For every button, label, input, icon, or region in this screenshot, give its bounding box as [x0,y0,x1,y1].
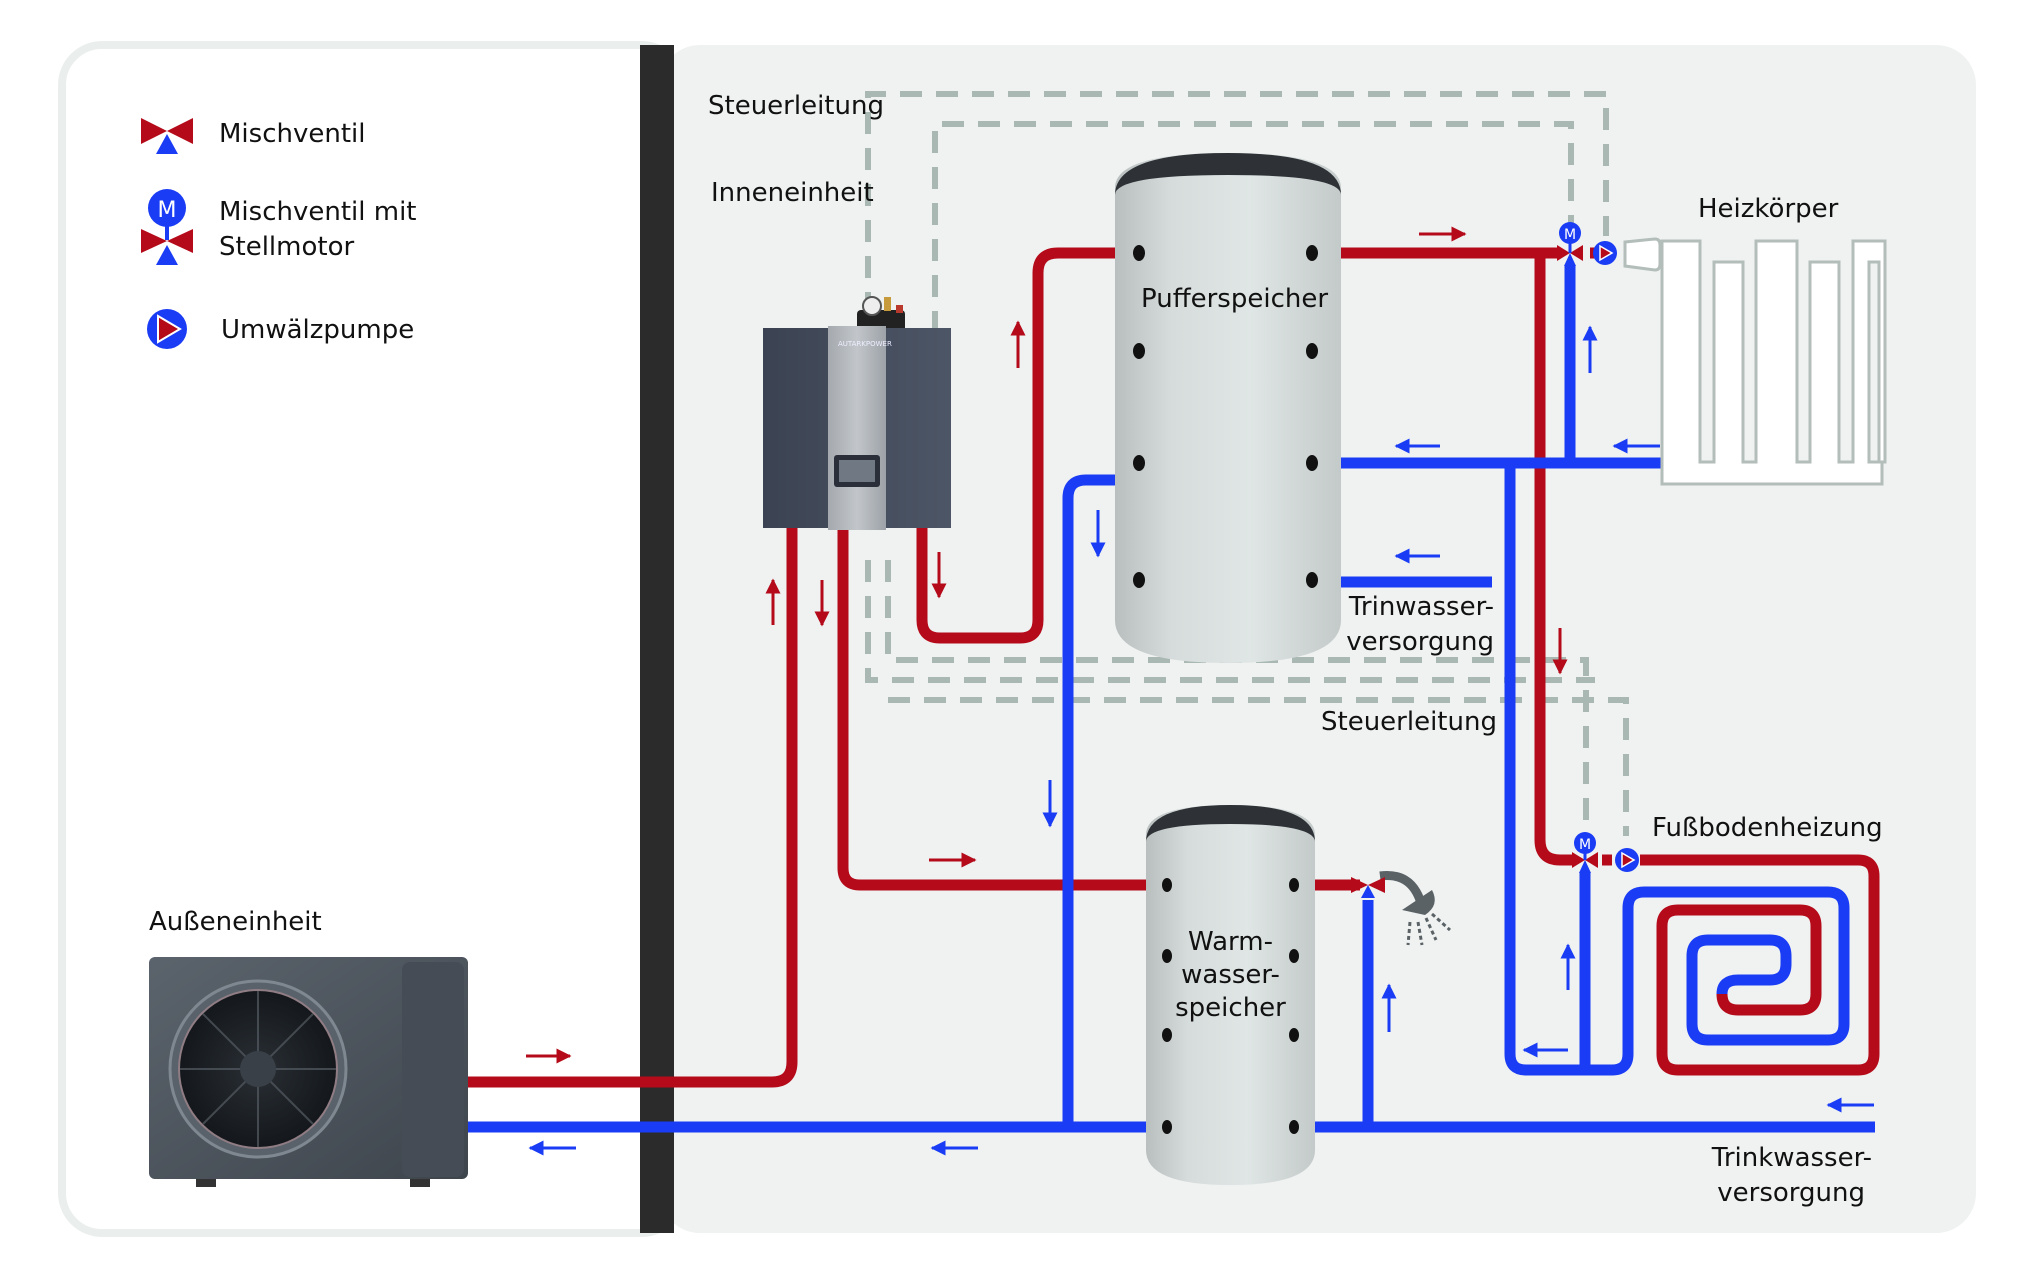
shower-icon [1379,871,1451,946]
radiator [1623,237,1887,486]
legend-motorized-mixing-valve-icon: M [141,189,193,265]
radiator-circulation-pump [1593,241,1617,265]
drinking-water-mid-label-2: versorgung [1346,627,1494,657]
control-line-outer-mid [865,560,1595,683]
control-line-label-top: Steuerleitung [708,91,884,121]
legend-circulation-pump-icon [147,309,187,349]
hot-water-tank-label-3: speicher [1175,993,1286,1023]
outdoor-unit-label: Außeneinheit [149,907,322,937]
building-wall [640,45,674,1233]
cold-water-pipes [468,265,1875,1133]
floor-heating-label: Fußbodenheizung [1652,813,1883,843]
buffer-tank [1115,153,1341,663]
outdoor-unit [149,957,468,1187]
legend-mixing-valve-icon [141,118,193,154]
legend-label-motor-valve-line2: Stellmotor [219,232,355,262]
indoor-unit: AUTARKPOWER [763,296,951,530]
hot-water-pipes [468,247,1880,1088]
svg-text:M: M [1579,837,1591,853]
drinking-water-mid-label-1: Trinwasser- [1348,592,1494,622]
hot-pipe-to-floor-heating [1534,253,1572,866]
hot-water-tank-label-2: wasser- [1181,960,1280,990]
hot-pipe-outdoor-to-indoor [468,528,798,1088]
svg-text:M: M [1564,227,1576,243]
shower-mixing-valve [1351,877,1385,898]
cold-pipe-buffer-return [1062,474,1140,1127]
legend-label-mixing-valve: Mischventil [219,119,366,149]
hot-pipe-indoor-to-buffer [916,247,1138,644]
svg-text:M: M [158,198,177,223]
drinking-water-bottom-label-1: Trinkwasser- [1711,1143,1872,1173]
hot-pipe-indoor-to-hotwater-tank [837,528,1148,891]
radiator-motor-mixing-valve: M [1557,222,1583,266]
svg-text:AUTARKPOWER: AUTARKPOWER [838,340,892,348]
legend-label-motor-valve-line1: Mischventil mit [219,197,417,227]
control-line-inner-top [932,121,1574,333]
radiator-label: Heizkörper [1698,194,1839,224]
hot-water-tank [1146,805,1315,1185]
flow-arrows [526,226,1874,1156]
control-line-label-mid: Steuerleitung [1321,707,1497,737]
floor-motor-mixing-valve: M [1572,832,1598,873]
hot-water-tank-label-1: Warm- [1188,927,1273,957]
legend-label-pump: Umwälzpumpe [221,315,415,345]
control-line-outer-bottom [888,697,1629,836]
floor-heating-cold-loop [1504,463,1850,1076]
indoor-unit-label: Inneneinheit [711,178,874,208]
drinking-water-bottom-label-2: versorgung [1717,1178,1865,1208]
floor-heating-hot-loop [1640,854,1880,1076]
floor-circulation-pump [1615,848,1639,872]
buffer-tank-label: Pufferspeicher [1141,284,1329,314]
